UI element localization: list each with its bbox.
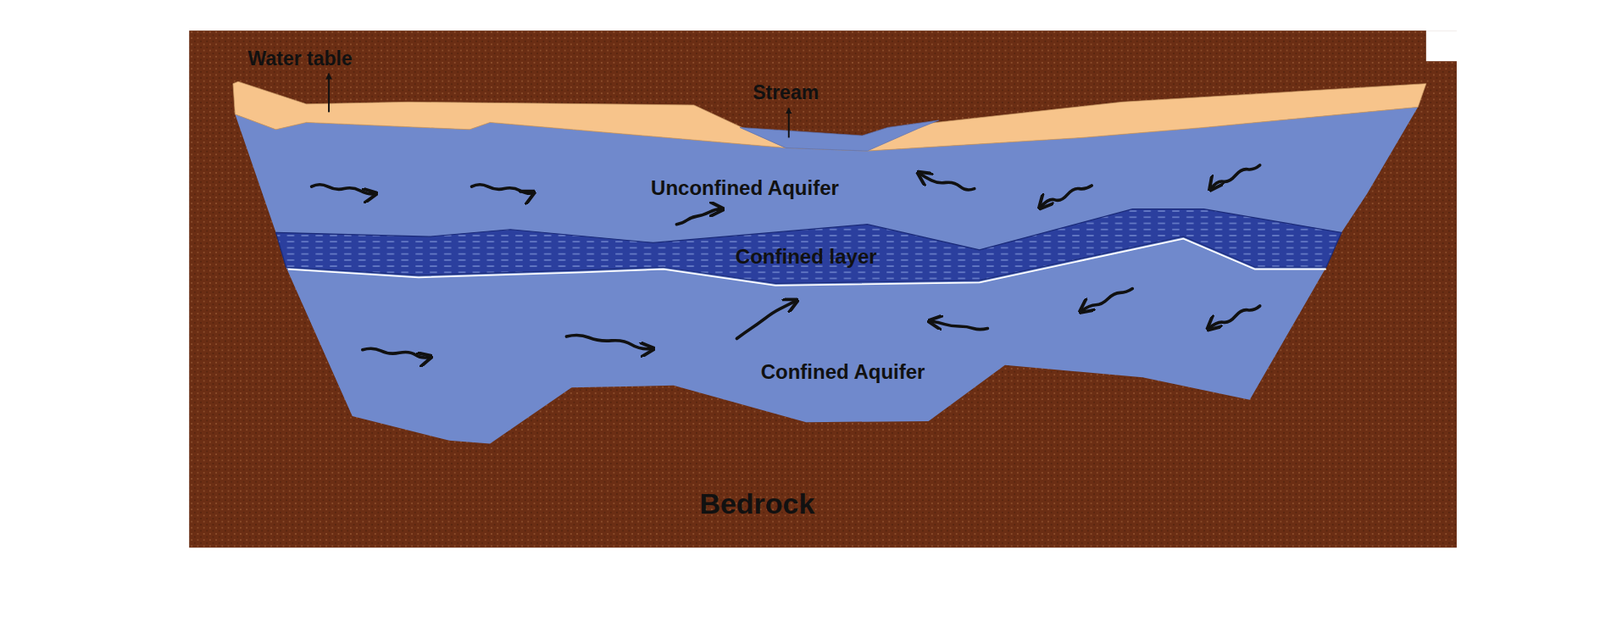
bedrock	[188, 30, 1457, 548]
stream-label: Stream	[752, 82, 819, 104]
soil-layer	[233, 81, 1427, 151]
layer-label: Confined layer	[735, 245, 878, 268]
water-table-pointer	[327, 73, 330, 113]
aquifer-body	[234, 106, 1418, 444]
bedrock-label: Bedrock	[699, 488, 815, 520]
layer-label: Unconfined Aquifer	[650, 176, 839, 199]
layer-label: Confined Aquifer	[761, 361, 926, 384]
water-table-label: Water table	[248, 48, 353, 70]
flow-arrows	[311, 165, 1261, 358]
confining-layer	[276, 209, 1342, 284]
stream-pointer	[788, 108, 790, 139]
stream	[739, 120, 939, 151]
